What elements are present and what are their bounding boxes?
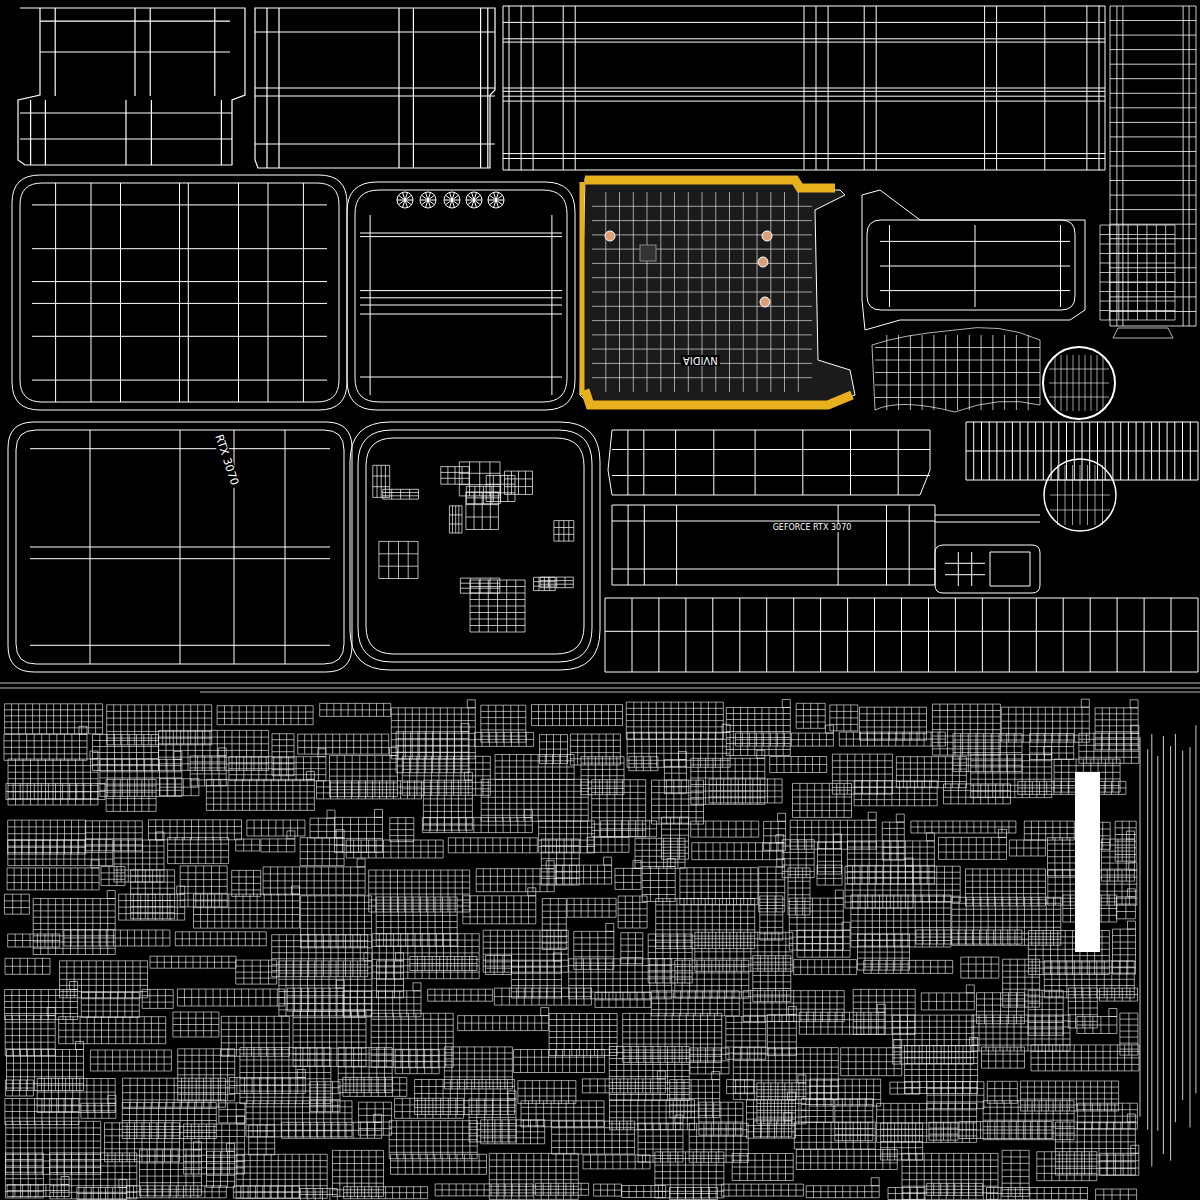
uv-island-shroud — [612, 505, 935, 585]
pcb-pad — [760, 297, 770, 307]
fan-hub-uv — [488, 192, 504, 208]
uv-disc-grid — [1050, 465, 1110, 525]
uv-island-panel — [12, 175, 347, 410]
fan-hub-uv — [397, 192, 413, 207]
pcb-edge-gold — [585, 180, 852, 405]
uv-island-top — [18, 8, 495, 168]
pcb-island — [580, 178, 855, 405]
pcb-pad — [758, 257, 768, 267]
fan-hub-uv — [488, 192, 504, 207]
uv-strip-right — [1110, 6, 1196, 326]
uv-disc-grid — [1049, 355, 1109, 411]
uv-cluster — [373, 462, 574, 632]
uv-white-strip — [1075, 772, 1100, 952]
uv-packed-islands — [4, 699, 1139, 1200]
uv-strip-top — [503, 6, 1105, 170]
printed-label: NVIDIA — [681, 355, 720, 366]
pcb-grid — [592, 192, 812, 392]
uv-disc — [1044, 459, 1116, 531]
uv-island-curved — [872, 328, 1040, 412]
uv-cluster-small — [1100, 225, 1175, 338]
fan-hub-uv — [444, 192, 460, 207]
fan-hub-uv — [420, 192, 436, 208]
fan-hub-uv — [397, 192, 413, 208]
printed-label: RTX 3070 — [212, 431, 241, 489]
pcb-edge-gold — [580, 182, 585, 395]
uv-strip — [605, 598, 1198, 672]
fan-hub-uv — [466, 192, 482, 207]
uv-strip-separator — [0, 683, 1200, 692]
fan-hub-uv — [466, 192, 482, 208]
uv-disc — [1043, 347, 1115, 419]
uv-strip — [966, 422, 1198, 480]
uv-thin-strips — [1140, 725, 1196, 1166]
pcb-pad — [762, 231, 772, 241]
uv-island-panel — [8, 422, 352, 672]
uv-island-io — [935, 545, 1040, 593]
printed-label: GEFORCE RTX 3070 — [771, 524, 854, 533]
uv-island-panel — [347, 182, 575, 410]
uv-island-backplate — [350, 422, 600, 670]
uv-island-shroud — [608, 430, 930, 495]
fan-hub-uv — [444, 192, 460, 208]
uv-thin-strip — [935, 515, 1040, 522]
uv-island-bracket — [862, 190, 1085, 330]
pcb-chip — [640, 245, 656, 261]
fan-hub-uv — [420, 192, 436, 207]
pcb-pad — [605, 231, 615, 241]
